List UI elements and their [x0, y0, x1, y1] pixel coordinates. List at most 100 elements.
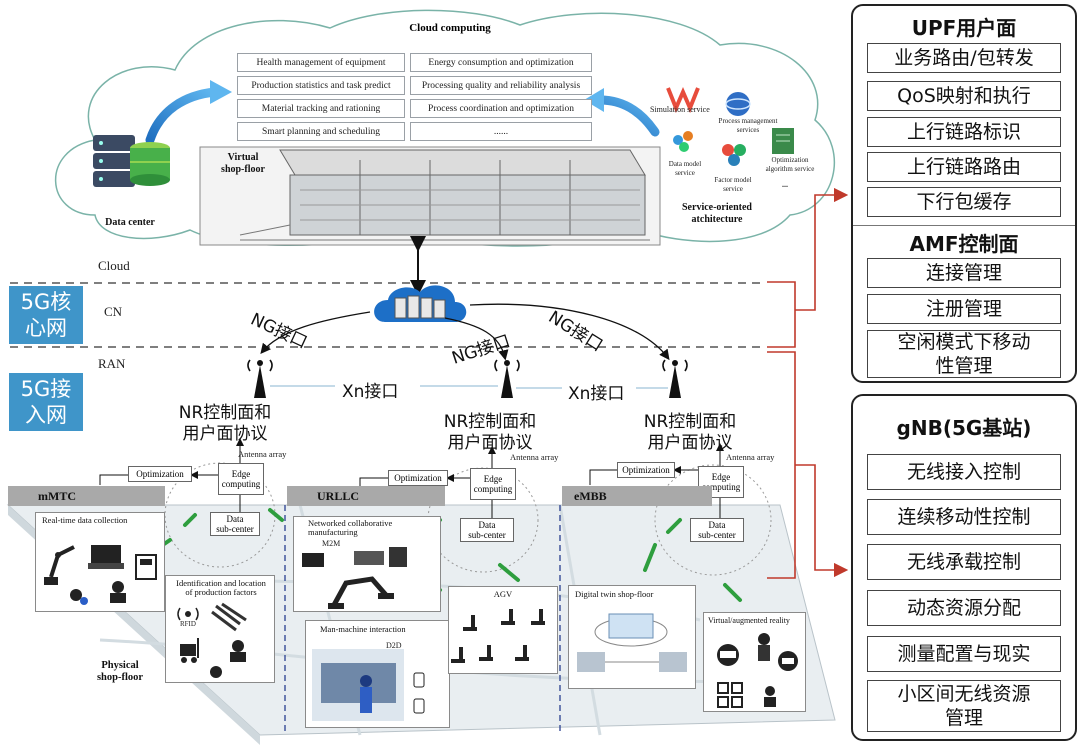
upf-item-routing: 业务路由/包转发 — [867, 43, 1061, 73]
rfid-icon — [177, 607, 199, 621]
service-coordination: Process coordination and optimization — [410, 99, 592, 118]
hand-icon — [210, 666, 222, 678]
m2m-label: M2M — [322, 539, 341, 548]
upf-title: UPF用户面 — [911, 16, 1017, 40]
gnb-title: gNB(5G基站) — [896, 416, 1032, 440]
soa-icons — [666, 87, 794, 166]
data-model-label: Data model service — [668, 160, 702, 177]
ng-link-mid — [444, 317, 509, 361]
optimization-box: Optimization — [128, 466, 192, 482]
service-energy: Energy consumption and optimization — [410, 53, 592, 72]
nr-protocol-left: NR控制面和 用户面协议 — [178, 403, 272, 444]
nr-protocol-right: NR控制面和 用户面协议 — [643, 412, 737, 453]
access-network-box: 5G接 入网 — [9, 373, 83, 431]
gnb-item-resource: 动态资源分配 — [867, 590, 1061, 626]
simulation-service-label: Simulation service — [650, 105, 710, 114]
virtual-shopfloor-label: Virtual shop-floor — [221, 152, 265, 175]
agv-panel: AGV — [448, 586, 558, 674]
service-arrow — [595, 95, 660, 137]
upload-arrow-head — [210, 80, 232, 104]
cloud-services-right: Energy consumption and optimization Proc… — [410, 53, 592, 141]
gnb-item-bearer: 无线承载控制 — [867, 544, 1061, 580]
conveyor-icon — [302, 547, 407, 567]
service-quality: Processing quality and reliability analy… — [410, 76, 592, 95]
ng-link-right — [469, 303, 670, 361]
vr-headset-icon — [778, 651, 798, 671]
ran-layer-label: RAN — [98, 356, 126, 371]
digital-twin-panel: Digital twin shop-floor — [568, 585, 696, 689]
d2d-label: D2D — [386, 641, 402, 650]
machine-icon — [88, 545, 124, 569]
interaction-scene — [312, 649, 425, 721]
worker-vr-icon — [758, 633, 770, 661]
physical-shopfloor-label: Physical shop-floor — [96, 660, 144, 683]
process-management-label: Process management services — [718, 117, 778, 134]
gnb-item-measurement: 测量配置与现实 — [867, 636, 1061, 672]
gear-bot-icon — [70, 589, 88, 605]
antenna-array-label: Antenna array — [238, 449, 287, 459]
identification-panel: Identification and location of productio… — [165, 575, 275, 683]
server-stack-icon — [93, 135, 170, 187]
cloud-computing-title: Cloud computing — [409, 22, 491, 34]
person-icon — [764, 686, 776, 707]
amf-title: AMF控制面 — [909, 232, 1019, 256]
gnb-item-access-control: 无线接入控制 — [867, 454, 1061, 490]
realtime-data-title: Real-time data collection — [42, 515, 128, 525]
cn-layer-label: CN — [104, 304, 123, 319]
vr-goggles-icon — [717, 644, 739, 666]
robot-arm-icon — [328, 576, 394, 609]
optimization-algorithm-label: Optimization algorithm service — [765, 156, 815, 173]
mmtc-tag: mMTC — [8, 486, 165, 506]
service-more: ...... — [410, 122, 592, 141]
vr-panel: Virtual/augmented reality — [703, 612, 806, 712]
soa-label: Service-oriented atchitecture — [682, 202, 752, 225]
networked-collab-title: Networked collaborative manufacturing — [308, 518, 393, 537]
antenna-tower-icon-3 — [662, 359, 688, 398]
antenna-tower-icon-1 — [247, 359, 273, 398]
factor-icons — [177, 602, 247, 678]
service-planning: Smart planning and scheduling — [237, 122, 405, 141]
man-machine-title: Man-machine interaction — [320, 624, 406, 634]
cloud-layer-label: Cloud — [98, 258, 130, 273]
factory-structure — [239, 149, 650, 241]
rfid-label: RFID — [180, 620, 196, 628]
antenna-tower-icon-2 — [494, 359, 520, 398]
nr-protocol-mid: NR控制面和 用户面协议 — [443, 412, 537, 453]
core-cloud-icon — [374, 285, 467, 322]
man-machine-panel: Man-machine interaction D2D — [305, 620, 450, 728]
upf-item-uplink-id: 上行链路标识 — [867, 117, 1061, 147]
optimization-box: Optimization — [617, 462, 675, 478]
meter-icon — [135, 554, 157, 580]
service-production: Production statistics and task predict — [237, 76, 405, 95]
networked-collab-panel: Networked collaborative manufacturing M2… — [293, 516, 441, 612]
antenna-array-label: Antenna array — [510, 452, 559, 462]
tools-icon — [211, 602, 247, 632]
vr-icons — [717, 633, 798, 708]
core-connector — [795, 187, 849, 311]
agv-icons — [451, 609, 545, 663]
data-subcenter-box: Data sub-center — [690, 518, 744, 542]
xn-interface-2: Xn接口 — [568, 384, 625, 404]
identification-title: Identification and location of productio… — [176, 578, 266, 597]
embb-tag: eMBB — [562, 486, 712, 506]
xn-interface-1: Xn接口 — [342, 382, 399, 402]
worker-icon — [360, 675, 372, 713]
data-subcenter-box: Data sub-center — [460, 518, 514, 542]
core-bracket — [767, 281, 796, 348]
upf-item-qos: QoS映射和执行 — [867, 81, 1061, 111]
cloud-services-left: Health management of equipment Productio… — [237, 53, 405, 141]
edge-computing-box: Edge computing — [218, 463, 264, 495]
robot-arm-icon — [44, 545, 75, 585]
vr-title: Virtual/augmented reality — [708, 616, 790, 625]
core-network-box: 5G核 心网 — [9, 286, 83, 344]
digital-twin-title: Digital twin shop-floor — [575, 589, 654, 599]
urllc-tag: URLLC — [287, 486, 445, 506]
realtime-icons — [44, 545, 157, 605]
amf-item-idle-mobility: 空闲模式下移动 性管理 — [867, 330, 1061, 378]
worker-icon — [110, 581, 126, 603]
agv-title: AGV — [493, 589, 513, 599]
data-center-label: Data center — [105, 217, 155, 228]
amf-item-connection: 连接管理 — [867, 258, 1061, 288]
ran-connector — [795, 464, 849, 578]
forklift-icon — [180, 638, 199, 663]
